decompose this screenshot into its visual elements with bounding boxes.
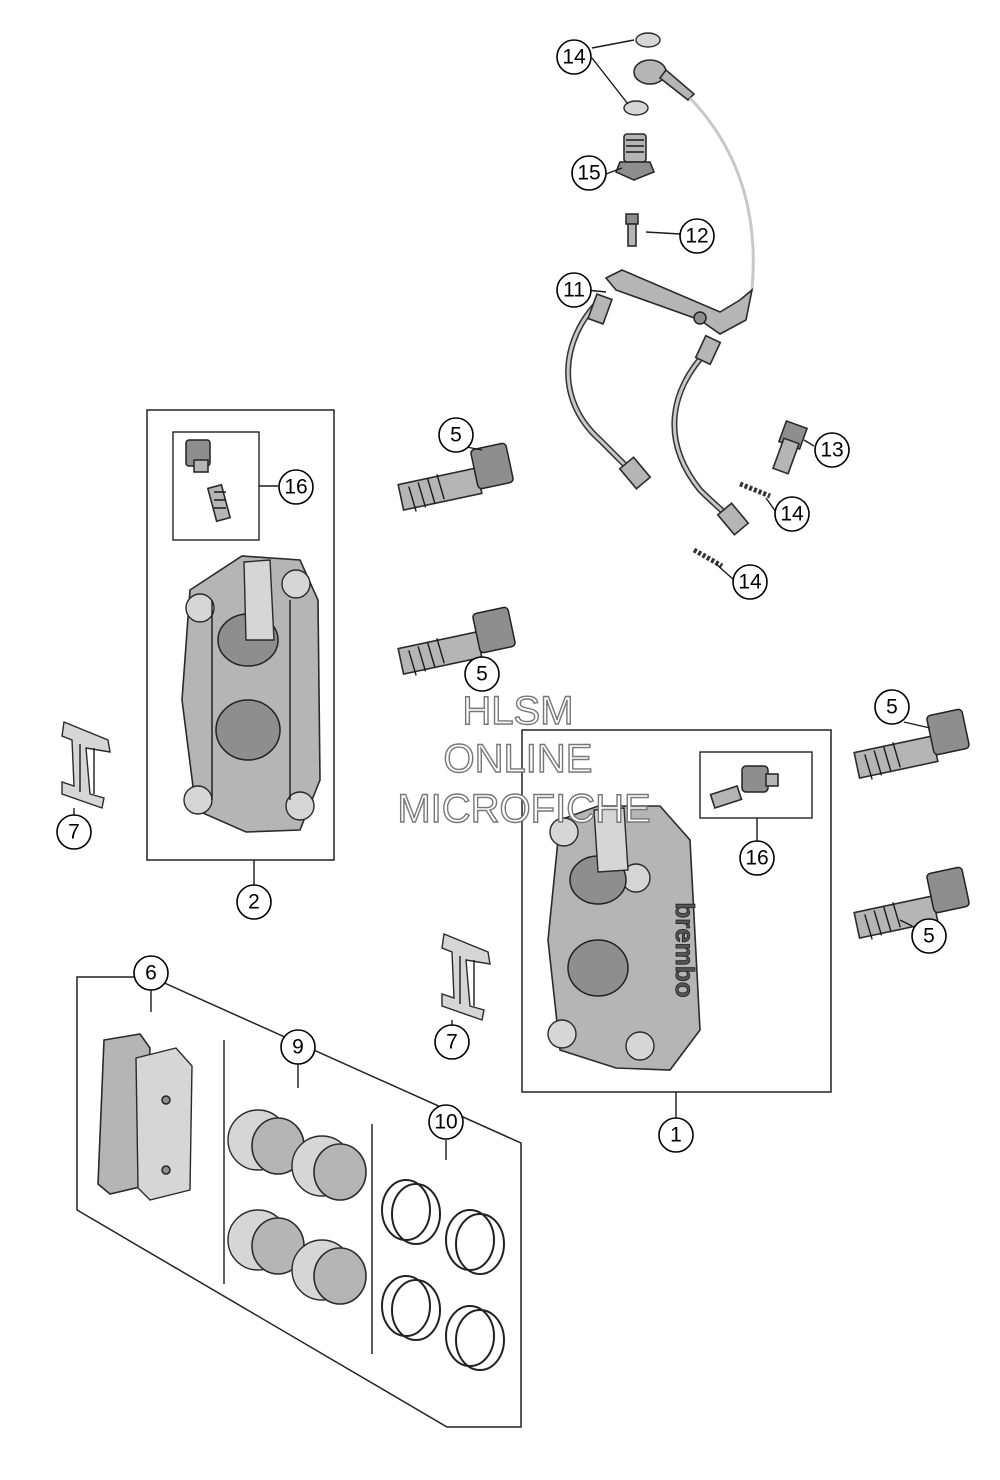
callout-10: 10 (428, 1104, 464, 1140)
callout-7-left: 7 (56, 814, 92, 850)
svg-text:16: 16 (745, 847, 768, 870)
banjo-fitting (633, 59, 667, 85)
callout-7-right: 7 (434, 1024, 470, 1060)
callout-5-a: 5 (438, 417, 474, 453)
svg-text:10: 10 (434, 1111, 457, 1134)
caliper-body-left (181, 555, 321, 833)
svg-text:16: 16 (284, 476, 307, 499)
bleeder-valve-right (709, 765, 779, 809)
svg-text:2: 2 (248, 891, 260, 914)
pad-spring-right (441, 933, 491, 1028)
caliper-right-group: brembo (521, 729, 832, 1118)
svg-text:12: 12 (685, 225, 708, 248)
callout-2: 2 (236, 884, 272, 920)
callout-5-c: 5 (874, 689, 910, 725)
svg-text:7: 7 (446, 1031, 458, 1054)
svg-text:5: 5 (450, 424, 462, 447)
callout-11: 11 (556, 272, 592, 308)
bleeder-kit-box-right (699, 751, 813, 819)
svg-text:15: 15 (577, 162, 600, 185)
watermark-line-2: ONLINE (444, 737, 593, 781)
seal-strip-upper (739, 481, 771, 499)
svg-text:7: 7 (68, 821, 80, 844)
svg-text:6: 6 (145, 962, 157, 985)
bleeder-valve-left (185, 439, 232, 523)
watermark: HLSM ONLINE MICROFICHE (397, 688, 652, 831)
svg-text:11: 11 (563, 279, 585, 302)
svg-text:5: 5 (923, 925, 935, 948)
watermark-line-3: MICROFICHE (397, 787, 650, 831)
svg-text:14: 14 (780, 503, 804, 526)
callout-6: 6 (133, 955, 169, 991)
svg-text:5: 5 (476, 663, 488, 686)
bleeder-bolt (771, 419, 809, 475)
svg-text:13: 13 (820, 439, 843, 462)
seals (381, 1179, 505, 1371)
callout-14-mid: 14 (774, 496, 810, 532)
caliper-brand-text: brembo (670, 902, 700, 997)
screw-upper (625, 213, 639, 247)
kit-panel (76, 976, 522, 1428)
caliper-bolt-2 (397, 606, 516, 676)
callout-14-top: 14 (556, 39, 592, 75)
caliper-bolt-4 (853, 866, 970, 940)
svg-text:5: 5 (886, 696, 898, 719)
callout-9: 9 (280, 1029, 316, 1065)
callout-12: 12 (679, 218, 715, 254)
banjo-bolt (615, 133, 655, 181)
svg-text:1: 1 (670, 1124, 682, 1147)
caliper-bolt-1 (397, 442, 514, 512)
svg-text:9: 9 (292, 1036, 304, 1059)
callout-13: 13 (814, 432, 850, 468)
callout-15: 15 (571, 155, 607, 191)
hose-junction (604, 269, 754, 335)
callout-16-left: 16 (278, 469, 314, 505)
caliper-bolt-3 (853, 708, 970, 780)
callout-5-d: 5 (911, 918, 947, 954)
callout-5-b: 5 (464, 656, 500, 692)
callouts: 14 15 12 11 5 13 16 14 14 5 5 7 16 2 5 6… (56, 39, 947, 1153)
watermark-line-1: HLSM (462, 689, 573, 733)
callout-1: 1 (658, 1117, 694, 1153)
callout-14-low: 14 (732, 564, 768, 600)
brake-pads (97, 1033, 193, 1201)
caliper-left-group (146, 409, 335, 886)
brake-line-assembly (565, 32, 815, 581)
hose-branch-right (671, 347, 741, 529)
seal-strip-lower (692, 547, 724, 569)
callout-16-right: 16 (739, 840, 775, 876)
banjo-hose-end (658, 68, 696, 102)
svg-text:14: 14 (738, 571, 762, 594)
caliper-body-right: brembo (547, 805, 701, 1071)
pad-spring-left (61, 721, 111, 816)
washer-upper (635, 32, 661, 48)
svg-text:14: 14 (562, 46, 586, 69)
pistons (227, 1109, 367, 1305)
washer-lower (623, 100, 649, 116)
